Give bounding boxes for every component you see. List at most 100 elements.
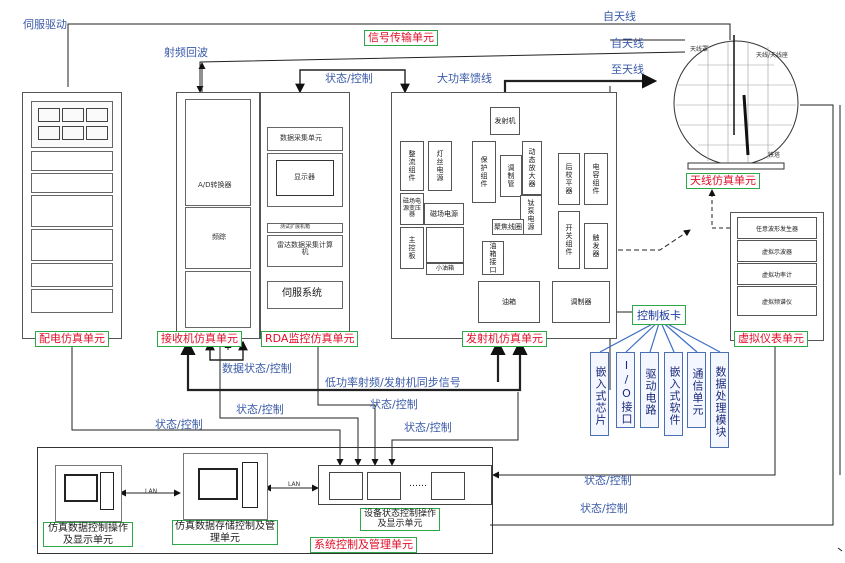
oil-port-module: 油箱接口 bbox=[482, 241, 504, 275]
power-sim-unit-label: 配电仿真单元 bbox=[35, 331, 109, 348]
chip-software: 嵌入式软件 bbox=[664, 352, 683, 436]
rda-sim-cabinet: 数据采集单元 显示器 测试扩展机箱 雷达数据采集计算机 伺服系统 bbox=[260, 92, 350, 339]
display-unit-label: 仿真数据控制操作及显示单元 bbox=[43, 522, 133, 547]
storage-unit-label: 仿真数据存储控制及管理单元 bbox=[172, 520, 278, 545]
protect-module: 保护组件 bbox=[472, 141, 496, 203]
rectifier-module: 整流组件 bbox=[400, 141, 424, 191]
control-block-module bbox=[426, 227, 464, 263]
small-oil-box-module: 小油箱 bbox=[426, 263, 464, 275]
operator-station bbox=[55, 465, 122, 522]
data-acq-module: 数据采集单元 bbox=[267, 127, 343, 151]
instr-power-meter: 虚拟功率计 bbox=[737, 263, 817, 285]
instr-oscilloscope: 虚拟示波器 bbox=[737, 240, 817, 262]
meter-icon bbox=[62, 126, 84, 140]
radome-icon bbox=[673, 31, 799, 170]
status-control-label-d: 状态/控制 bbox=[404, 421, 452, 434]
main-ctrl-module: 主控板 bbox=[400, 227, 424, 269]
to-antenna-label: 至天线 bbox=[611, 63, 644, 76]
meter-panel bbox=[31, 101, 113, 148]
transmitter-module: 发射机 bbox=[490, 107, 520, 135]
receiver-spare-panel bbox=[185, 271, 251, 328]
status-control-label-c: 状态/控制 bbox=[155, 418, 203, 431]
storage-station bbox=[183, 453, 268, 520]
display-module: 显示器 bbox=[267, 153, 343, 207]
ext-chassis: 测试扩展机箱 bbox=[267, 223, 343, 233]
power-sim-cabinet bbox=[22, 92, 122, 339]
modulator-unit-module: 调制器 bbox=[552, 281, 610, 323]
magnetic-supply-module: 磁场电源 bbox=[424, 203, 464, 225]
breaker-panel bbox=[31, 195, 113, 227]
post-stage-module: 后校平器 bbox=[558, 153, 580, 205]
monitor-icon bbox=[276, 160, 334, 196]
radome-label: 天线罩 bbox=[690, 46, 709, 53]
monitor-icon bbox=[64, 474, 98, 502]
capacitor-module: 电容组件 bbox=[584, 153, 608, 205]
low-power-rf-label: 低功率射频/发射机同步信号 bbox=[325, 376, 461, 389]
distribution-panel bbox=[31, 229, 113, 261]
switch-panel-2 bbox=[31, 173, 113, 193]
from-antenna-label-1: 自天线 bbox=[603, 10, 636, 23]
status-control-label-e: 状态/控制 bbox=[584, 474, 632, 487]
receiver-sim-cabinet: A/D转换器 频踪 bbox=[176, 92, 260, 339]
servo-module: 伺服系统 bbox=[267, 281, 343, 309]
receiver-sim-unit-label: 接收机仿真单元 bbox=[157, 331, 242, 348]
rda-sim-unit-label: RDA监控仿真单元 bbox=[261, 331, 359, 348]
pc-tower-icon bbox=[242, 462, 258, 508]
servo-drive-label: 伺服驱动 bbox=[23, 18, 67, 31]
data-status-control-label: 数据状态/控制 bbox=[222, 362, 292, 375]
monitor-icon bbox=[198, 468, 238, 500]
transmitter-sim-unit-label: 发射机仿真单元 bbox=[462, 331, 547, 348]
transmitter-sim-cabinet: 发射机 整流组件 灯丝电源 保护组件 调制管 动态放大器 磁场电源变压器 磁场电… bbox=[391, 92, 617, 339]
titanium-pump-module: 钛泵电源 bbox=[520, 195, 542, 235]
workstation-icon bbox=[329, 472, 363, 500]
freq-tracking-module: 频踪 bbox=[185, 207, 251, 269]
modulator-tube-module: 调制管 bbox=[500, 155, 522, 197]
signal-transmission-label: 信号传输单元 bbox=[364, 30, 438, 47]
meter-icon bbox=[38, 108, 60, 122]
antenna-assembly: 天线罩 天线/天线座 铁塔 bbox=[668, 31, 808, 175]
servo-label: 伺服系统 bbox=[282, 288, 322, 299]
meter-icon bbox=[86, 126, 108, 140]
ad-converter-module: A/D转换器 bbox=[185, 99, 251, 206]
device-station: …… bbox=[318, 465, 492, 505]
antenna-sim-unit-label: 天线仿真单元 bbox=[686, 173, 760, 190]
switch-unit-module: 开关组件 bbox=[558, 211, 580, 269]
oil-box-module: 油箱 bbox=[478, 281, 540, 323]
distribution-panel bbox=[31, 289, 113, 313]
status-control-label-b: 状态/控制 bbox=[370, 398, 418, 411]
chip-data-proc: 数据处理模块 bbox=[710, 352, 729, 448]
lan-label-2: LAN bbox=[288, 481, 301, 488]
display-label: 显示器 bbox=[294, 173, 315, 181]
distribution-panel bbox=[31, 263, 113, 287]
sys-mgmt-frame bbox=[37, 447, 493, 554]
virtual-instr-cabinet: 任意波形发生器 虚拟示波器 虚拟功率计 虚拟频谱仪 bbox=[730, 212, 824, 341]
ad-converter-label: A/D转换器 bbox=[198, 181, 232, 189]
meter-icon bbox=[38, 126, 60, 140]
instr-spectrum: 虚拟频谱仪 bbox=[737, 286, 817, 316]
chip-driver: 驱动电路 bbox=[640, 352, 659, 428]
focus-coil-module: 聚焦线圈 bbox=[492, 219, 524, 235]
high-power-feed-label: 大功率馈线 bbox=[437, 72, 492, 85]
workstation-icon bbox=[431, 472, 465, 500]
radar-computer-label: 雷达数据采集计算机 bbox=[277, 241, 333, 256]
chip-embedded: 嵌入式芯片 bbox=[590, 352, 609, 436]
status-control-top-label: 状态/控制 bbox=[325, 72, 373, 85]
virtual-instr-unit-label: 虚拟仪表单元 bbox=[734, 331, 808, 348]
instr-awg: 任意波形发生器 bbox=[737, 217, 817, 239]
filament-module: 灯丝电源 bbox=[428, 141, 452, 191]
antenna-feed-label: 天线/天线座 bbox=[756, 52, 789, 59]
dynamic-amp-module: 动态放大器 bbox=[522, 141, 542, 195]
lan-label-1: LAN bbox=[145, 488, 158, 495]
data-acq-label: 数据采集单元 bbox=[280, 134, 322, 142]
chip-comm: 通信单元 bbox=[687, 352, 706, 428]
pc-tower-icon bbox=[100, 472, 114, 510]
freq-tracking-label: 频踪 bbox=[212, 233, 226, 241]
switch-panel-1 bbox=[31, 151, 113, 171]
radar-computer-module: 雷达数据采集计算机 bbox=[267, 235, 343, 267]
meter-icon bbox=[86, 108, 108, 122]
meter-icon bbox=[62, 108, 84, 122]
workstation-icon bbox=[367, 472, 401, 500]
magnet-supply-module: 磁场电源变压器 bbox=[400, 193, 424, 225]
control-card: 控制板卡 bbox=[632, 305, 686, 325]
